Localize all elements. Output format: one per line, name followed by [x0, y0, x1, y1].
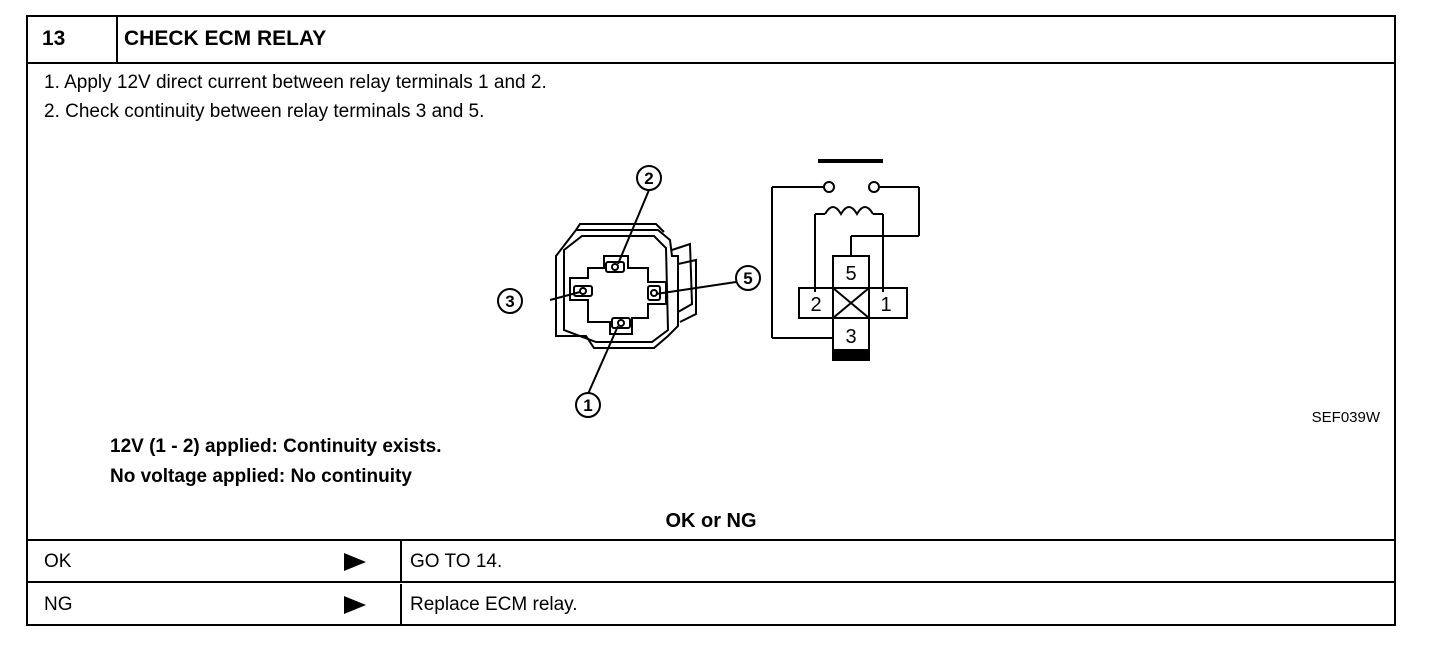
schematic-terminal-1: 1	[880, 294, 891, 316]
callout-2: 2	[644, 169, 653, 188]
schematic-terminal-2: 2	[810, 294, 821, 316]
outcome-label-ng: NG	[44, 594, 73, 615]
terminal-callouts: 2 3 5 1	[497, 165, 761, 418]
relay-figure: 2 3 5 1	[497, 159, 920, 418]
relay-schematic	[771, 159, 920, 361]
right-triangle-icon	[344, 553, 366, 571]
schematic-terminal-5: 5	[845, 263, 856, 285]
diagnostic-procedure-table: 13 CHECK ECM RELAY 1. Apply 12V direct c…	[26, 15, 1396, 626]
right-triangle-icon	[344, 596, 366, 614]
outcome-row-ng: NG Replace ECM relay.	[28, 584, 1394, 624]
outcome-label-ok: OK	[44, 551, 72, 572]
callout-5: 5	[743, 269, 752, 288]
outcome-divider	[400, 584, 402, 624]
step-header: 13 CHECK ECM RELAY	[28, 17, 1394, 64]
schematic-terminal-labels: 5 2 1 3	[810, 263, 891, 348]
result-de-energized: No voltage applied: No continuity	[110, 466, 412, 487]
ok-or-ng-prompt: OK or NG	[665, 510, 757, 532]
callout-1: 1	[583, 396, 592, 415]
result-energized: 12V (1 - 2) applied: Continuity exists.	[110, 436, 442, 457]
instruction-2: 2. Check continuity between relay termin…	[44, 101, 485, 122]
figure-code: SEF039W	[1311, 409, 1380, 426]
relay-connector-drawing	[549, 189, 737, 395]
outcome-action-ok: GO TO 14.	[410, 551, 503, 572]
callout-3: 3	[505, 292, 514, 311]
outcome-row-ok: OK GO TO 14.	[28, 541, 1394, 583]
outcome-action-ng: Replace ECM relay.	[410, 594, 578, 615]
step-body: 1. Apply 12V direct current between rela…	[28, 64, 1394, 541]
step-title: CHECK ECM RELAY	[124, 27, 327, 50]
schematic-terminal-3: 3	[845, 326, 856, 348]
outcome-divider	[400, 541, 402, 581]
instruction-1: 1. Apply 12V direct current between rela…	[44, 72, 547, 93]
step-number: 13	[42, 27, 66, 50]
header-divider	[116, 17, 118, 62]
